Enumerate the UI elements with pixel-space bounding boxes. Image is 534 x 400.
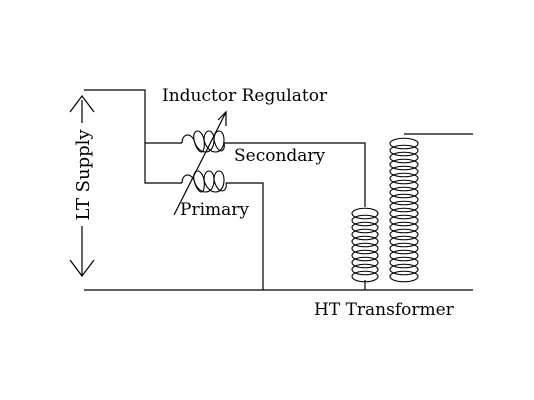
primary-label: Primary [180, 200, 249, 220]
coil-loop [351, 214, 379, 227]
variable-regulator-arrow [173, 110, 227, 216]
coil-loop [389, 172, 419, 185]
coil-loop [389, 249, 419, 262]
coil-loop [351, 221, 379, 234]
circuit-wires [84, 89, 473, 291]
coil-loop [389, 221, 419, 234]
secondary-label: Secondary [234, 146, 326, 166]
coil-loop [389, 151, 419, 164]
coil-loop [351, 242, 379, 255]
coil-loop [351, 235, 379, 248]
coil-loop [351, 207, 379, 220]
coil-loop [389, 214, 419, 227]
coil-loop [351, 263, 379, 276]
lt-supply-label: LT Supply [73, 129, 94, 221]
coil-loop [389, 242, 419, 255]
coil-loop [351, 270, 379, 283]
coil-loop [389, 137, 419, 150]
coil-loop [389, 158, 419, 171]
coil-loop [389, 228, 419, 241]
ht-transformer-label: HT Transformer [314, 300, 455, 320]
coil-loop [389, 179, 419, 192]
ht-transformer-primary-coil [351, 207, 379, 283]
coil-loop [389, 207, 419, 220]
coil-loop [389, 165, 419, 178]
coil-loop [389, 144, 419, 157]
coil-loop [389, 256, 419, 269]
coil-loop [389, 193, 419, 206]
regulator-secondary-coil [181, 130, 225, 153]
coil-loop [389, 263, 419, 276]
inductor-regulator-label: Inductor Regulator [162, 86, 328, 106]
lt-supply-arrow [69, 95, 95, 277]
coil-loop [389, 200, 419, 213]
ht-transformer-secondary-coil [389, 137, 419, 283]
coil-loop [351, 228, 379, 241]
coil-loop [389, 270, 419, 283]
regulator-primary-coil [181, 170, 227, 193]
coil-loop [351, 249, 379, 262]
coil-loop [389, 186, 419, 199]
coil-loop [389, 235, 419, 248]
coil-loop [351, 256, 379, 269]
